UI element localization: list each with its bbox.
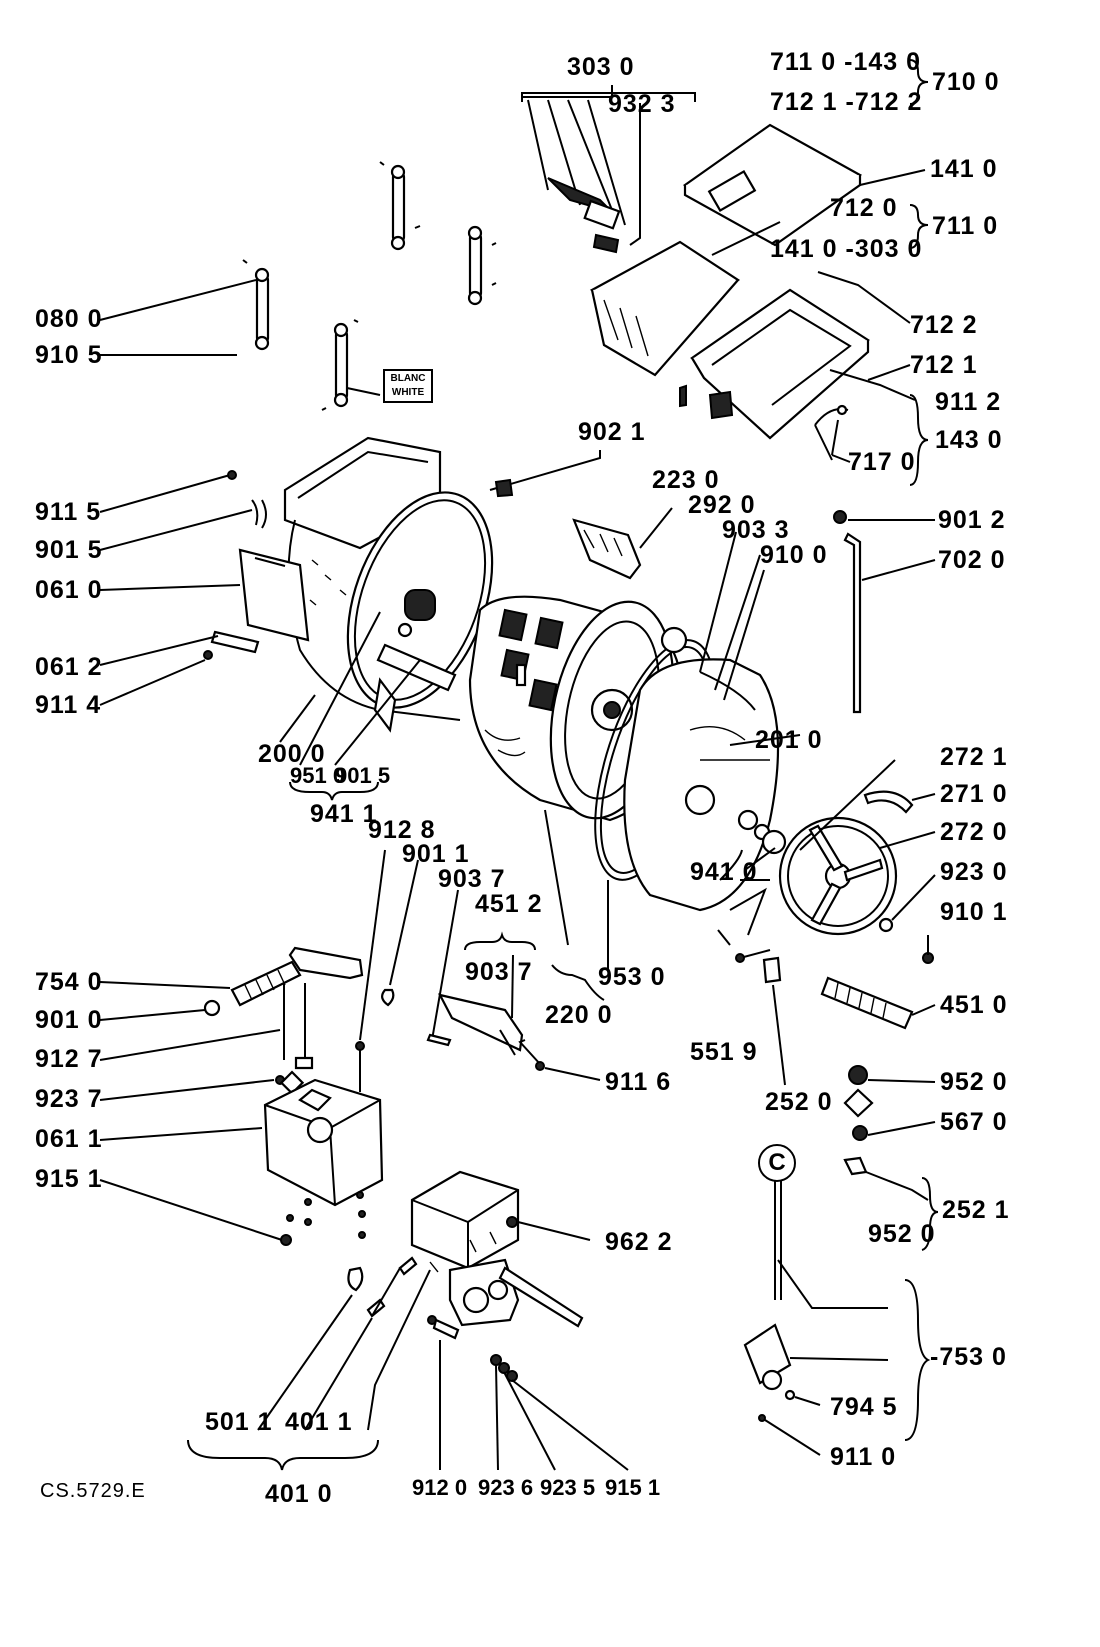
drain-pump-assembly (187, 1170, 629, 1471)
label-401-0: 401 0 (265, 1480, 333, 1508)
heater-and-hose-assembly (778, 510, 939, 1251)
label-141-0-303-0: 141 0 -303 0 (770, 235, 923, 263)
label-794-5: 794 5 (830, 1393, 898, 1421)
label-911-4: 911 4 (35, 691, 102, 719)
label-201-0: 201 0 (755, 726, 823, 754)
label-143-0: 143 0 (935, 426, 1003, 454)
label-501-1: 501 1 (205, 1408, 273, 1436)
label-923-5: 923 5 (540, 1475, 596, 1500)
heater-bracket (437, 931, 601, 1081)
label-712-0: 712 0 (830, 194, 898, 222)
label-911-6: 911 6 (605, 1068, 672, 1096)
tub-front-half (99, 436, 601, 801)
label-712-2: 712 2 (910, 311, 978, 339)
label-061-2: 061 2 (35, 653, 103, 681)
label-303-0: 303 0 (567, 53, 635, 81)
label-711-0: 711 0 (932, 212, 999, 240)
label-915-1: 915 1 (35, 1165, 103, 1193)
label-903-7: 903 7 (438, 865, 506, 893)
drain-hose-and-base (99, 849, 459, 1246)
label-702-0: 702 0 (938, 546, 1006, 574)
label-080-0: 080 0 (35, 305, 103, 333)
circle-mark: C (758, 1144, 796, 1182)
label-223-0: 223 0 (652, 466, 720, 494)
label-910-5: 910 5 (35, 341, 103, 369)
label-951-0: 951 0 (290, 763, 346, 788)
label-271-0: 271 0 (940, 780, 1008, 808)
label-912-8: 912 8 (368, 816, 436, 844)
label-717-0: 717 0 (848, 448, 916, 476)
label-911-2: 911 2 (935, 388, 1002, 416)
label-911-0: 911 0 (830, 1443, 897, 1471)
label-952-0: 952 0 (940, 1068, 1008, 1096)
blanc-white-tag: BLANC WHITE (383, 369, 433, 403)
label-901-5: 901 5 (35, 536, 103, 564)
label-710-0: 710 0 (932, 68, 1000, 96)
label-901-5-b: 901 5 (335, 763, 391, 788)
label-941-1: 941 1 (310, 800, 378, 828)
label-200-0: 200 0 (258, 740, 326, 768)
label-272-0: 272 0 (940, 818, 1008, 846)
label-901-2: 901 2 (938, 506, 1006, 534)
tub-rear-half (551, 531, 801, 1086)
label-712-1-712-2: 712 1 -712 2 (770, 88, 923, 116)
label-923-0: 923 0 (940, 858, 1008, 886)
pressure-switch-assembly (743, 1180, 931, 1456)
label-901-0: 901 0 (35, 1006, 103, 1034)
label-962-2: 962 2 (605, 1228, 673, 1256)
label-915-1-b: 915 1 (605, 1475, 661, 1500)
detergent-dispenser-assembly (521, 59, 929, 486)
label-754-0: 754 0 (35, 968, 103, 996)
label-952-0-b: 952 0 (868, 1220, 936, 1248)
label-903-7-b: 903 7 (465, 958, 533, 986)
label-711-0-143-0: 711 0 -143 0 (770, 48, 922, 76)
drawing-reference: CS.5729.E (40, 1480, 146, 1502)
label-923-6: 923 6 (478, 1475, 534, 1500)
label-220-0: 220 0 (545, 1001, 613, 1029)
label-912-0: 912 0 (412, 1475, 468, 1500)
label-712-1: 712 1 (910, 351, 978, 379)
label-912-7: 912 7 (35, 1045, 103, 1073)
label-292-0: 292 0 (688, 491, 756, 519)
label-252-0: 252 0 (765, 1088, 833, 1116)
label-061-1: 061 1 (35, 1125, 103, 1153)
label-551-9: 551 9 (690, 1038, 758, 1066)
label-451-0: 451 0 (940, 991, 1008, 1019)
label-923-7: 923 7 (35, 1085, 103, 1113)
label-910-1: 910 1 (940, 898, 1008, 926)
label-252-1: 252 1 (942, 1196, 1010, 1224)
tag-line-2: WHITE (391, 387, 425, 398)
label-401-1: 401 1 (285, 1408, 353, 1436)
label-567-0: 567 0 (940, 1108, 1008, 1136)
label-941-0: 941 0 (690, 858, 758, 886)
label-910-0: 910 0 (760, 541, 828, 569)
label-932-3: 932 3 (608, 90, 676, 118)
label-141-0: 141 0 (930, 155, 998, 183)
label-451-2: 451 2 (475, 890, 543, 918)
label-902-1: 902 1 (578, 418, 646, 446)
suspension-springs (99, 161, 497, 411)
label-903-3: 903 3 (722, 516, 790, 544)
label-953-0: 953 0 (598, 963, 666, 991)
label-061-0: 061 0 (35, 576, 103, 604)
label-272-1: 272 1 (940, 743, 1008, 771)
label-901-1: 901 1 (402, 840, 470, 868)
tag-line-1: BLANC (390, 373, 426, 384)
label-911-5: 911 5 (35, 498, 102, 526)
label-753-0: -753 0 (930, 1343, 1007, 1371)
